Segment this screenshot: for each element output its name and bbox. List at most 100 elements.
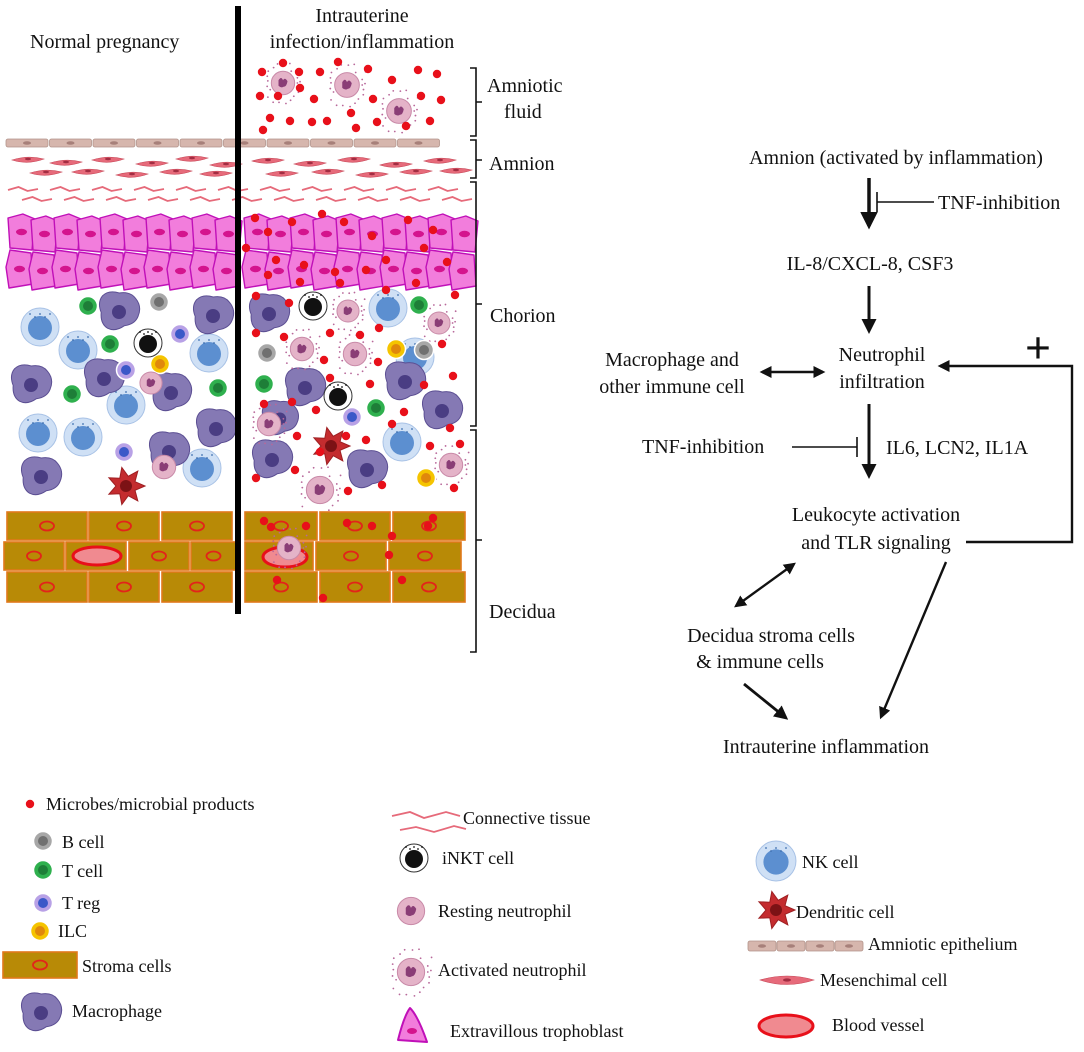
stroma-cell [161,571,233,603]
nk-cell [368,288,408,328]
microbe-dot [318,593,328,603]
trophoblast-cell [143,249,172,289]
macrophage-cell [421,390,464,430]
decidua-stroma-layer [3,511,466,603]
connective-fiber [63,196,95,202]
normal-pregnancy-title: Normal pregnancy [30,31,179,53]
stroma-cell [161,511,233,541]
resting-neutrophil [396,896,426,926]
nk-cell [182,448,222,488]
microbe-dot [416,91,426,101]
legend-t-cell-label: T cell [62,861,103,881]
microbe-dot [419,380,429,390]
bracket-decidua [470,429,482,653]
legend: Microbes/microbial products B cell T cel… [2,794,1017,1043]
microbe-dot [342,518,352,528]
legend-connective-label: Connective tissue [463,808,590,828]
activated-neutrophil [332,291,366,332]
connective-fiber [147,196,179,202]
microbe-dot [367,231,377,241]
microbe-dot [295,277,305,287]
t-cell [365,397,387,419]
mesenchymal-cell [292,160,328,167]
microbe-dot [284,298,294,308]
node-decidua-cells-line1: Decidua stroma cells [687,625,855,647]
mesenchymal-cell [70,168,106,175]
macrophage-cell [98,291,141,331]
feedback-arrow [937,360,1074,544]
legend-ilc-icon [29,920,51,942]
microbe-dot [263,227,273,237]
arrow-leukocyte-decidua [734,562,796,608]
legend-ilc-label: ILC [58,921,87,941]
microbe-dot [428,513,438,523]
activated-neutrophil [285,328,321,371]
trophoblast-cell [402,251,431,291]
microbe-dot [263,270,273,280]
microbe-dot [259,516,269,526]
microbe-dot [384,550,394,560]
trophoblast-cell [120,251,149,291]
connective-fiber [105,196,137,202]
activated-neutrophil [423,303,457,344]
stroma-cell [6,511,88,541]
microbe-dot [436,95,446,105]
legend-t-reg-label: T reg [62,893,100,913]
inkt-cell [133,328,163,358]
layer-amniotic-fluid-line2: fluid [504,101,542,123]
legend-resting-neutrophil-label: Resting neutrophil [438,901,572,921]
microbe-dot [341,431,351,441]
connective-fiber [175,186,207,192]
activated-neutrophil [338,333,374,376]
node-leukocyte-line1: Leukocyte activation [792,504,960,526]
stroma-cell [388,541,462,571]
macrophage-cell [346,449,389,489]
microbe-dot [265,113,275,123]
mesenchymal-cell [174,155,210,162]
mesenchymal-cell [310,168,346,175]
ilc [149,353,171,375]
trophoblast-cell [264,251,293,291]
microbe-dot [372,117,382,127]
trophoblast-cell [266,215,295,253]
plus-sign: + [1025,322,1051,373]
resting-neutrophil [139,371,163,395]
mesenchymal-cell [10,156,46,163]
microbe-dot [428,225,438,235]
node-leukocyte-line2: and TLR signaling [801,532,951,554]
dendritic-cell [107,466,147,506]
microbe-dot [399,407,409,417]
t-cell [207,377,229,399]
trophoblast-cell [312,215,341,253]
connective-fiber [21,196,53,202]
stroma-cell [2,951,78,979]
node-neutrophil-line1: Neutrophil [839,344,926,366]
microbe-dot [259,399,269,409]
stroma-cell [392,571,466,603]
connective-fiber [217,186,249,192]
microbe-dot [455,439,465,449]
trophoblast-cell [28,251,57,291]
microbe-dot [423,521,433,531]
stroma-cell [3,541,65,571]
microbe-dot [432,69,442,79]
legend-macrophage-label: Macrophage [72,1001,162,1021]
tissue-panel [3,6,479,614]
connective-fiber [315,196,347,202]
connective-fiber [133,186,165,192]
infected-title-line1: Intrauterine [315,5,408,27]
microbe-dot [325,328,335,338]
connective-fiber [189,196,221,202]
trophoblast-cell [310,251,339,291]
mesenchymal-cell [422,157,458,164]
legend-amniotic-epithelium-label: Amniotic epithelium [868,934,1017,954]
activated-neutrophil [272,527,308,570]
node-intrauterine-inflammation: Intrauterine inflammation [723,736,929,758]
stroma-cell [319,571,391,603]
legend-dendritic-label: Dendritic cell [796,902,894,922]
arrow-leukocyte-to-inflammation [879,561,948,720]
microbe-dot [279,332,289,342]
microbe-dot [315,67,325,77]
mesenchymal-cell [114,171,150,178]
